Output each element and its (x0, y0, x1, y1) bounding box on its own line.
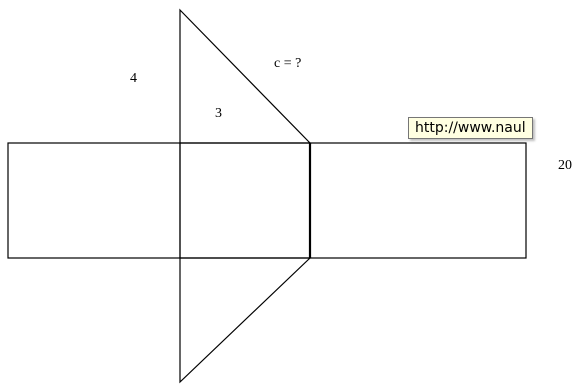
side-b-label: 3 (215, 106, 222, 121)
left-rectangle-face (7, 142, 181, 259)
length-label: 20 (558, 158, 572, 173)
middle-rectangle-face (179, 142, 311, 259)
top-triangle-face (179, 8, 312, 144)
hypotenuse-label: c = ? (274, 56, 302, 71)
right-rectangle-face (309, 142, 527, 259)
side-a-label: 4 (130, 71, 137, 86)
bottom-triangle-face (179, 257, 312, 384)
url-tooltip: http://www.naul (408, 117, 533, 139)
